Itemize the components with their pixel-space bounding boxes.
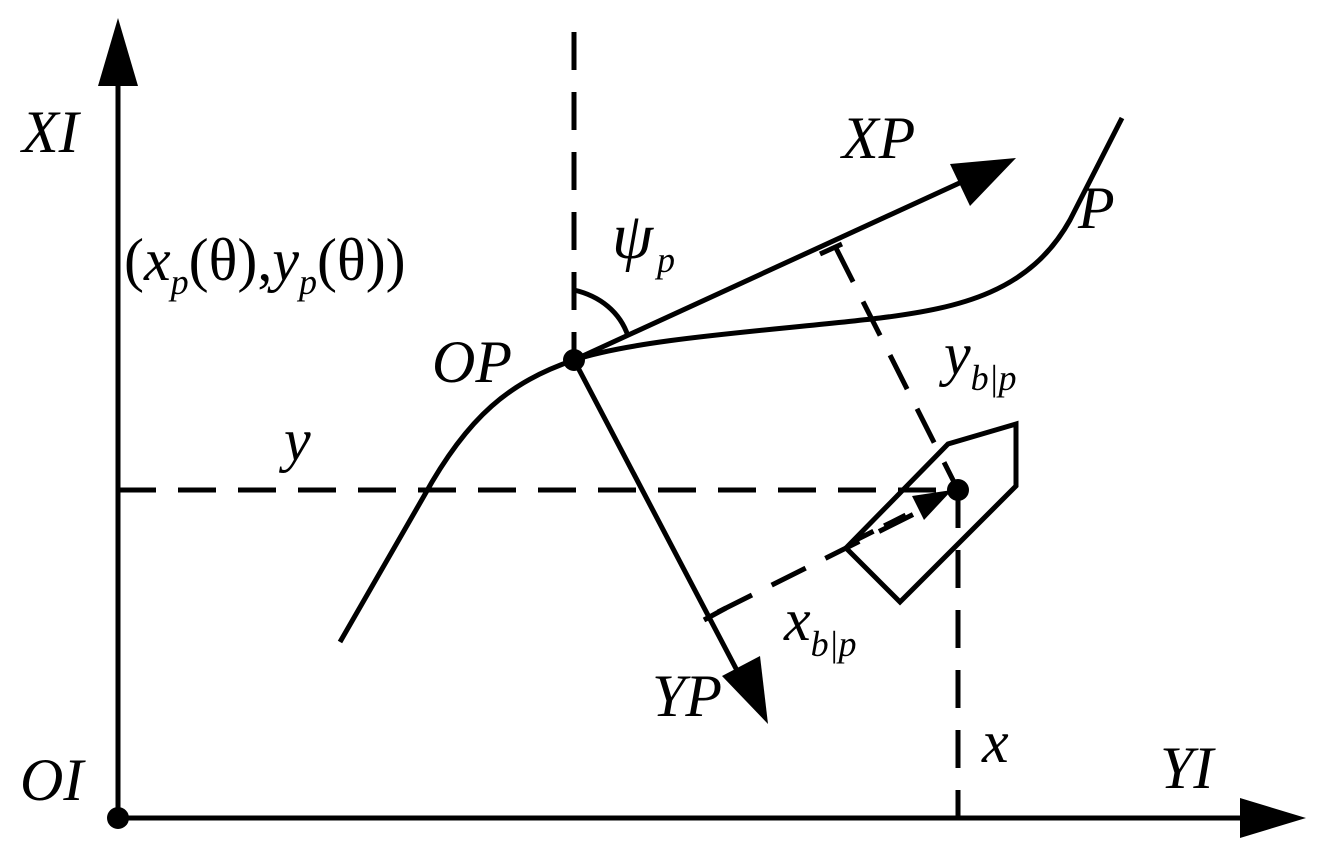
xb-error-dashed-line <box>716 505 928 615</box>
op-origin-label: OP <box>432 329 512 395</box>
yp-error-tick <box>702 605 728 623</box>
yi-axis-label: YI <box>1160 735 1216 801</box>
path-curve-label: P <box>1077 175 1115 241</box>
xi-axis-label: XI <box>20 99 82 165</box>
yp-axis-line <box>571 358 745 682</box>
error-y-label: yb|p <box>938 321 1017 398</box>
op-origin-dot <box>563 349 585 371</box>
vessel-x-label: x <box>981 709 1009 775</box>
vessel-center-dot <box>947 479 969 501</box>
oi-origin-dot <box>107 807 129 829</box>
yp-axis-label: YP <box>652 663 722 729</box>
xp-error-tick <box>818 241 844 257</box>
vessel-icon <box>842 420 1019 606</box>
xp-axis-line <box>572 177 968 363</box>
xp-axis-arrow-icon <box>950 158 1016 206</box>
heading-angle-arc <box>573 287 631 337</box>
yi-axis-arrow-icon <box>1240 798 1306 838</box>
xi-axis-arrow-icon <box>98 18 138 86</box>
error-x-label: xb|p <box>783 587 857 664</box>
path-frame <box>563 158 1016 724</box>
vessel-heading-line <box>850 507 918 545</box>
vessel-heading-arrow-icon <box>912 490 952 520</box>
xp-axis-label: XP <box>840 105 915 171</box>
vessel-hull <box>842 420 1019 606</box>
reference-path-curve <box>337 116 1125 644</box>
projection-lines <box>118 32 961 818</box>
oi-origin-label: OI <box>20 747 86 813</box>
vessel-y-label: y <box>278 407 311 473</box>
yp-axis-arrow-icon <box>722 656 768 724</box>
path-point-label: (xp(θ),yp(θ)) <box>124 227 406 302</box>
yb-error-dashed-line <box>833 246 961 492</box>
inertial-frame <box>98 18 1306 838</box>
